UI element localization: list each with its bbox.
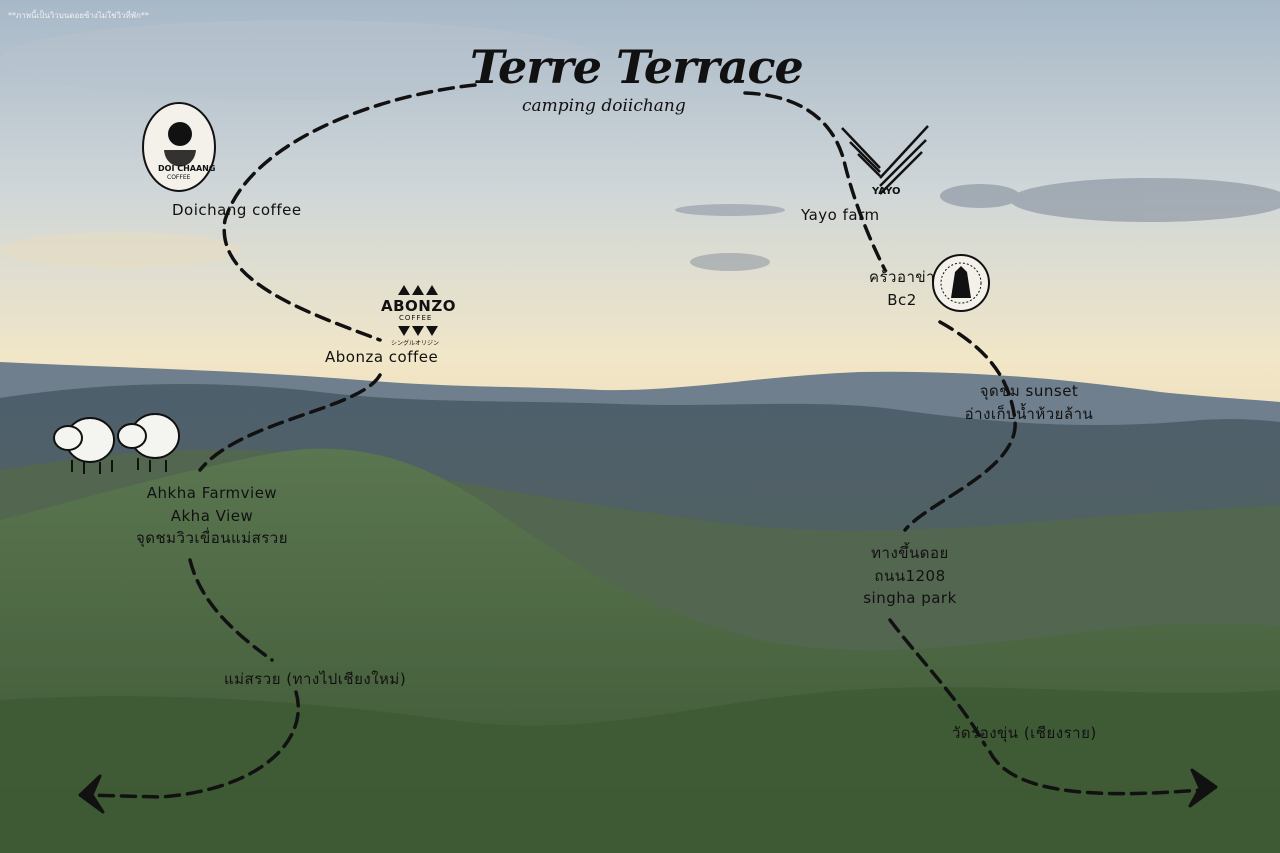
road-line-1: ทางขึ้นดอย (871, 544, 949, 562)
abonzo-logo-text: ABONZO (381, 297, 456, 315)
road-line-2: ถนน1208 (874, 566, 946, 585)
doi-chaang-logo-name: DOI CHAANG (158, 164, 216, 173)
label-road-1208: ทางขึ้นดอย ถนน1208 singha park (860, 542, 960, 610)
sunset-line-1: จุดชม sunset (979, 382, 1079, 400)
foreground-ridge (0, 687, 1280, 853)
doi-chaang-logo-sub: COFFEE (167, 174, 191, 181)
label-wat-rong-khun: วัดร่องขุ่น (เชียงราย) (952, 724, 1097, 742)
label-ahkha-farmview: Ahkha Farmview Akha View จุดชมวิวเขื่อนแ… (132, 482, 292, 550)
sheep-icon (53, 413, 180, 474)
akha-kitchen-logo-icon (932, 254, 990, 312)
abonzo-logo-jp: シングルオリジン (391, 340, 440, 347)
label-doichang-coffee: Doichang coffee (172, 201, 302, 219)
doi-chaang-logo-icon (142, 102, 216, 192)
route-line (83, 83, 1202, 799)
akha-kitchen-thai: ครัวอาข่า (868, 268, 936, 286)
yayo-logo-icon (841, 125, 929, 195)
label-mae-suai: แม่สรวย (ทางไปเชียงใหม่) (224, 670, 407, 688)
arrow-left-icon (78, 774, 105, 814)
map-title: Terre Terrace (470, 40, 804, 94)
abonzo-logo-icon (398, 285, 438, 336)
farmview-line-1: Ahkha Farmview (146, 484, 278, 502)
farmview-line-3: จุดชมวิวเขื่อนแม่สรวย (135, 529, 289, 547)
map-subtitle: camping doiichang (522, 96, 686, 116)
yayo-logo-text: YAYO (872, 186, 901, 197)
disclaimer-note: **ภาพนี้เป็นวิวบนดอยช้างไม่ใช่วิวที่พัก*… (8, 11, 149, 20)
label-sunset-point: จุดชม sunset อ่างเก็บน้ำห้วยล้าน (958, 380, 1100, 425)
label-yayo-farm: Yayo farm (801, 206, 880, 224)
abonzo-logo-sub: COFFEE (399, 314, 433, 322)
road-line-3: singha park (863, 589, 957, 607)
akha-kitchen-bc2: Bc2 (887, 290, 917, 309)
label-abonza-coffee: Abonza coffee (325, 348, 439, 366)
sunset-line-2: อ่างเก็บน้ำห้วยล้าน (964, 404, 1094, 423)
clouds (0, 20, 1280, 271)
label-akha-kitchen: ครัวอาข่า Bc2 (868, 266, 936, 311)
farmview-line-2: Akha View (170, 506, 254, 525)
arrow-right-icon (1188, 768, 1218, 808)
